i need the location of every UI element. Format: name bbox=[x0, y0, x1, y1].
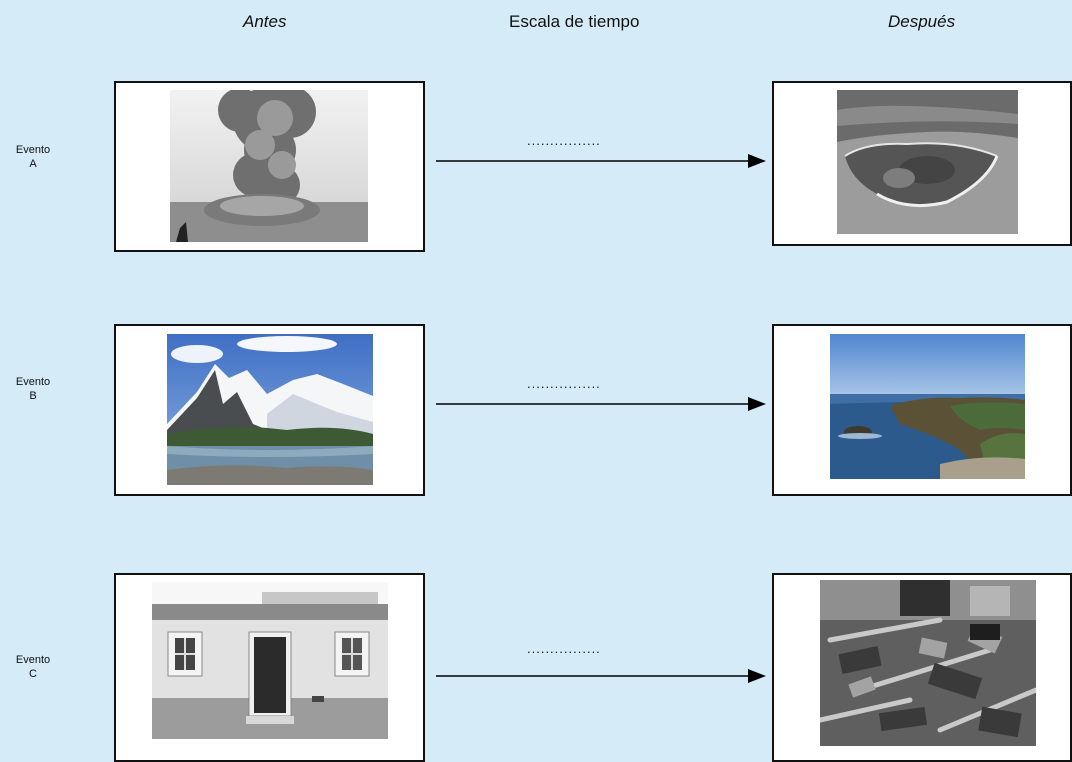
timescale-blank-b: ................ bbox=[527, 376, 601, 391]
volcanic-island-aerial-photo bbox=[837, 90, 1018, 234]
timeline-arrow-c bbox=[436, 669, 766, 683]
header-after: Después bbox=[888, 12, 956, 31]
event-label-letter: B bbox=[29, 390, 37, 402]
event-label-c: Evento C bbox=[0, 653, 66, 681]
header-before: Antes bbox=[243, 12, 287, 31]
header-timescale: Escala de tiempo bbox=[509, 12, 640, 31]
event-label-word: Evento bbox=[15, 654, 51, 666]
collapsed-building-rubble-photo bbox=[820, 580, 1036, 746]
timescale-blank-a: ................ bbox=[527, 133, 601, 148]
timeline-arrow-b bbox=[436, 397, 766, 411]
event-label-letter: A bbox=[29, 158, 37, 170]
event-label-b: Evento B bbox=[0, 375, 66, 403]
timeline-arrow-a bbox=[436, 154, 766, 168]
event-label-word: Evento bbox=[15, 144, 51, 156]
rocky-coastline-photo bbox=[830, 334, 1025, 479]
event-label-word: Evento bbox=[15, 376, 51, 388]
event-label-letter: C bbox=[29, 668, 37, 680]
event-label-a: Evento A bbox=[0, 143, 66, 171]
white-house-facade-photo bbox=[152, 582, 388, 739]
snowy-mountains-lake-photo bbox=[167, 334, 373, 485]
volcanic-eruption-photo bbox=[170, 90, 368, 242]
timescale-blank-c: ................ bbox=[527, 641, 601, 656]
